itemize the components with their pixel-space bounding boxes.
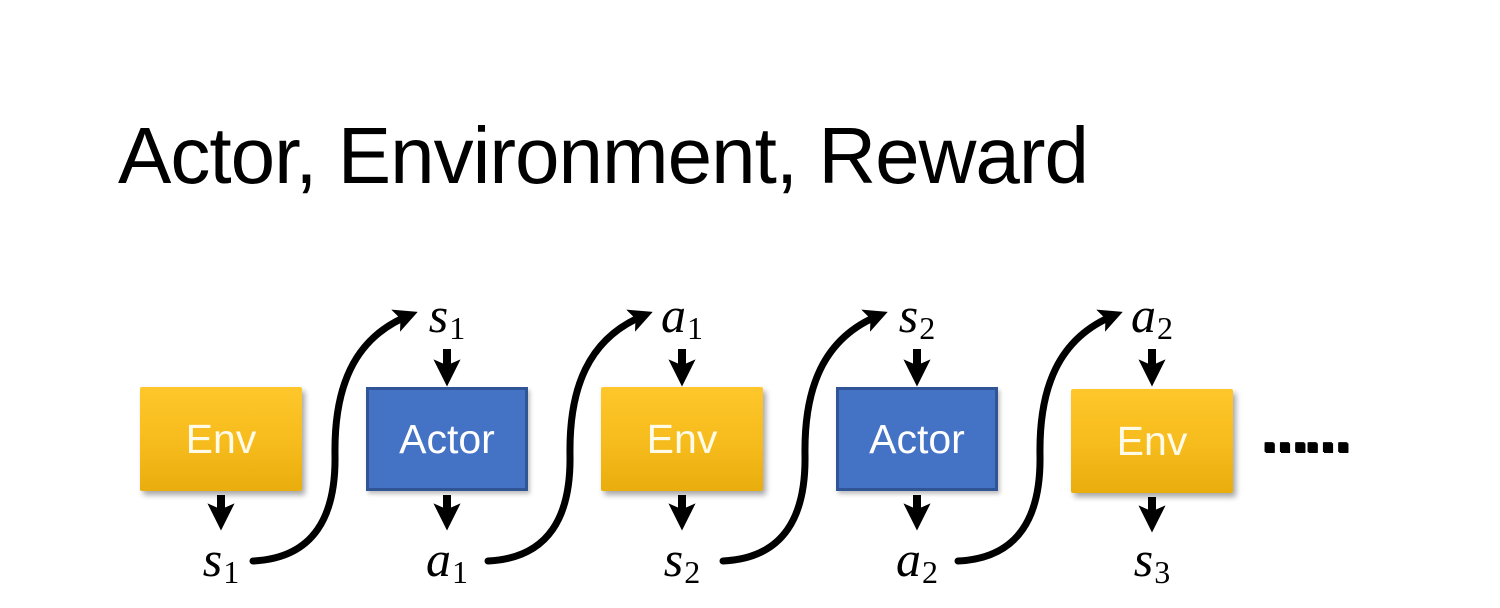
- env-box-3-label: Env: [1116, 417, 1188, 464]
- actor-box-1: Actor: [366, 387, 528, 491]
- label-a2-top-base: a: [1131, 287, 1156, 343]
- label-a1-bottom-sub: 1: [452, 554, 468, 591]
- label-a2-bottom: a2: [896, 534, 938, 588]
- label-a2-top-sub: 2: [1157, 310, 1173, 347]
- actor-box-1-label: Actor: [399, 415, 495, 462]
- label-s3-bottom: s3: [1134, 534, 1170, 588]
- label-s2-top-base: s: [898, 287, 919, 343]
- env-box-1-label: Env: [185, 415, 257, 462]
- label-s1-top: s1: [429, 290, 465, 344]
- label-a2-bottom-base: a: [896, 531, 921, 587]
- label-a1-top-sub: 1: [687, 310, 703, 347]
- label-a1-top: a1: [661, 290, 703, 344]
- label-a2-top: a2: [1131, 290, 1173, 344]
- label-s2-top-sub: 2: [919, 310, 936, 347]
- env-box-2-label: Env: [646, 415, 718, 462]
- env-box-2: Env: [601, 387, 763, 491]
- label-s2-top: s2: [899, 290, 935, 344]
- actor-box-2: Actor: [836, 387, 998, 491]
- env-box-1: Env: [140, 387, 302, 491]
- label-s2-bottom-sub: 2: [684, 554, 701, 591]
- label-s1-top-sub: 1: [449, 310, 466, 347]
- label-s1-bottom-sub: 1: [223, 554, 240, 591]
- label-a2-bottom-sub: 2: [922, 554, 938, 591]
- label-s3-bottom-sub: 3: [1154, 554, 1171, 591]
- label-a1-bottom-base: a: [426, 531, 451, 587]
- label-s2-bottom: s2: [664, 534, 700, 588]
- actor-box-2-label: Actor: [869, 415, 965, 462]
- label-s1-top-base: s: [428, 287, 449, 343]
- slide-title: Actor, Environment, Reward: [118, 111, 1089, 200]
- env-box-3: Env: [1071, 389, 1233, 493]
- label-a1-bottom: a1: [426, 534, 468, 588]
- label-s3-bottom-base: s: [1133, 531, 1154, 587]
- label-s2-bottom-base: s: [663, 531, 684, 587]
- label-a1-top-base: a: [661, 287, 686, 343]
- ellipsis-dots: ……: [1262, 409, 1351, 463]
- label-s1-bottom-base: s: [202, 531, 223, 587]
- label-s1-bottom: s1: [203, 534, 239, 588]
